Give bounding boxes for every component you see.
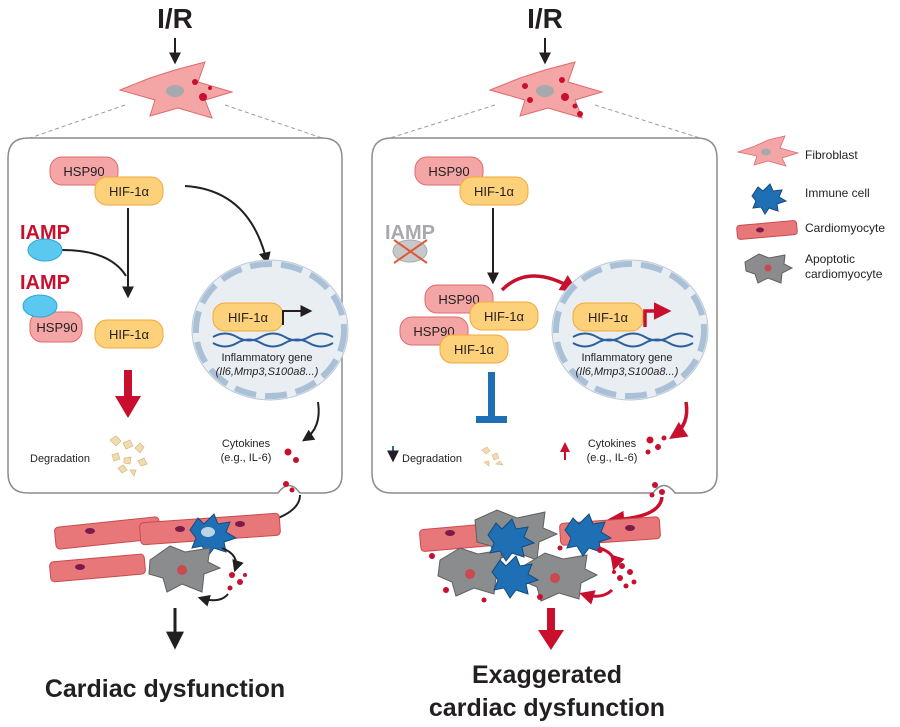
left-degradation-arrow (115, 370, 141, 418)
left-transcription-arrow (282, 305, 313, 325)
right-cell-outline (371, 137, 718, 494)
right-iamp-deletion-icon (393, 239, 428, 264)
left-iamp-bound-protein (22, 294, 58, 318)
left-iamp-binding-arrow (61, 249, 127, 277)
legend-apoptotic-cardiomyocyte-icon (744, 253, 794, 284)
left-hif1a-free-label: HIF-1α (109, 327, 150, 342)
right-hif1a-label: HIF-1α (474, 184, 515, 199)
right-transcription-arrow (643, 302, 672, 327)
left-released-cytokines-icon (227, 572, 247, 591)
left-feedback-arrow (197, 593, 229, 607)
left-iamp-label: IAMP (20, 222, 70, 244)
right-zoom-line (594, 104, 701, 139)
right-dna-icon (572, 332, 694, 348)
right-cytokines-example-label: (e.g., IL-6) (587, 452, 638, 464)
left-hif1a-free-box (94, 319, 164, 349)
right-to-nucleus-arrow (500, 274, 578, 292)
left-iamp-bound-label: IAMP (20, 272, 70, 294)
right-complex1-hif1a-box (469, 301, 539, 331)
left-zoom-line (224, 104, 323, 139)
left-immune-to-cytokine-arrow (221, 547, 244, 573)
right-hif1a-nucleus-label: HIF-1α (588, 310, 629, 325)
right-cytokine-dots-icon (645, 435, 667, 498)
left-dna-icon (212, 332, 334, 348)
right-gene-list-label: (Il6,Mmp3,S100a8...) (576, 366, 679, 378)
right-hsp90-label: HSP90 (428, 164, 469, 179)
left-to-nucleus-arrow (184, 185, 271, 265)
left-cell-outline (7, 137, 343, 494)
right-immune-to-cytokine-arrow (599, 546, 625, 571)
right-nuclear-envelope (553, 261, 707, 399)
left-cytokine-release-arrow (302, 401, 320, 442)
legend-fibroblast-icon (736, 135, 800, 167)
right-panel: I/R HSP90 HIF-1α IAMP HSP90 HIF-1α HSP90 (371, 3, 718, 722)
left-hsp90-label: HSP90 (63, 164, 104, 179)
left-ir-title: I/R (157, 3, 193, 34)
legend-immune-cell-icon (751, 183, 788, 215)
right-complex1-hsp90-label: HSP90 (438, 292, 479, 307)
right-outcome-arrow (538, 608, 564, 650)
right-degradation-label: Degradation (402, 453, 462, 465)
right-released-cytokines-icon (612, 563, 637, 589)
left-cytokines-label: Cytokines (222, 438, 271, 450)
right-inflammatory-gene-label: Inflammatory gene (581, 352, 672, 364)
left-gene-list-label: (Il6,Mmp3,S100a8...) (216, 366, 319, 378)
legend-immune-cell-label: Immune cell (805, 186, 870, 200)
right-outcome-line2: cardiac dysfunction (429, 694, 665, 722)
right-iamp-label: IAMP (385, 222, 435, 244)
left-hsp90-bound-box (29, 311, 83, 343)
right-ir-title: I/R (527, 3, 563, 34)
legend-cardiomyocyte-icon (736, 220, 798, 240)
left-cytokine-dots-icon (283, 448, 299, 493)
left-zoom-line (29, 104, 126, 139)
right-complex2-hsp90-label: HSP90 (413, 324, 454, 339)
left-nuclear-envelope (193, 261, 347, 399)
left-degradation-fragments-icon (109, 435, 148, 477)
right-outcome-line1: Exaggerated (472, 661, 622, 689)
right-scattered-cytokines-icon (429, 545, 603, 603)
legend-apoptotic-label: Apoptotic (805, 252, 855, 266)
right-hif1a-box (459, 176, 529, 206)
left-inflammatory-gene-label: Inflammatory gene (221, 352, 312, 364)
left-outcome-label: Cardiac dysfunction (45, 675, 285, 703)
right-degradation-fragments-icon (481, 446, 504, 467)
right-complex1-hif1a-label: HIF-1α (484, 309, 525, 324)
left-iamp-protein (27, 238, 63, 262)
right-hif1a-nucleus-box (572, 302, 644, 332)
right-zoom-line (389, 104, 496, 139)
right-feedback-arrow (579, 588, 614, 605)
left-hif1a-box (94, 176, 164, 206)
left-hif1a-nucleus-label: HIF-1α (228, 310, 269, 325)
left-cytokines-example-label: (e.g., IL-6) (221, 452, 272, 464)
right-fibroblast-icon (488, 61, 604, 119)
left-degradation-label: Degradation (30, 453, 90, 465)
right-complex2-hif1a-box (439, 334, 509, 364)
left-fibroblast-icon (118, 61, 234, 119)
right-immune-cells-icon (487, 513, 613, 599)
legend-cardiomyocyte-label: Cardiomyocyte (805, 221, 885, 235)
left-immune-cell-icon (189, 513, 238, 557)
left-hif1a-label: HIF-1α (109, 184, 150, 199)
right-cytokine-release-arrow (669, 401, 689, 439)
right-cytokines-label: Cytokines (588, 438, 637, 450)
left-hsp90-bound-label: HSP90 (36, 320, 77, 335)
legend-fibroblast-label: Fibroblast (805, 148, 858, 162)
legend: Fibroblast Immune cell Cardiomyocyte Apo… (736, 135, 885, 284)
left-panel: I/R HSP90 HIF-1α IAMP IAMP HSP90 (7, 3, 349, 703)
right-degradation-inhibition-icon (476, 372, 507, 423)
left-apoptotic-cardiomyocyte-icon (148, 545, 222, 593)
legend-apoptotic-label-line2: cardiomyocyte (805, 267, 883, 281)
right-complex2-hif1a-label: HIF-1α (454, 342, 495, 357)
